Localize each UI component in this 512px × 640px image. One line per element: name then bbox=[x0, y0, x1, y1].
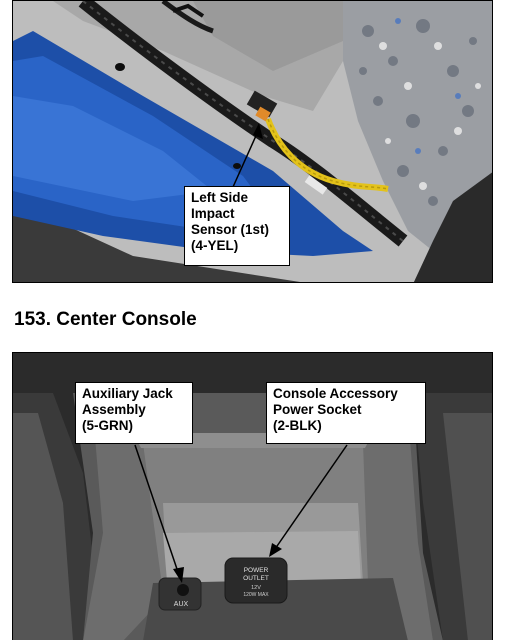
power-socket-callout: Console Accessory Power Socket (2-BLK) bbox=[266, 382, 426, 444]
socket-label-line-1: POWER bbox=[244, 567, 269, 574]
socket-label-line-2: OUTLET bbox=[243, 575, 269, 582]
impact-callout-line-2: Impact bbox=[191, 206, 235, 221]
aux-port-label: AUX bbox=[174, 601, 189, 608]
impact-callout-line-3: Sensor (1st) bbox=[191, 222, 270, 237]
aux-callout-line-3: (5-GRN) bbox=[82, 418, 133, 433]
aux-jack-callout: Auxiliary Jack Assembly (5-GRN) bbox=[75, 382, 193, 444]
impact-callout-line-1: Left Side bbox=[191, 190, 249, 205]
section-heading: 153. Center Console bbox=[14, 309, 197, 330]
impact-sensor-callout: Left Side Impact Sensor (1st) (4-YEL) bbox=[184, 186, 290, 266]
socket-callout-line-3: (2-BLK) bbox=[273, 418, 322, 433]
socket-label-line-3: 12V bbox=[251, 585, 261, 591]
aux-callout-line-2: Assembly bbox=[82, 402, 146, 417]
power-socket bbox=[224, 557, 288, 604]
center-console-photo: AUX POWER OUTLET 12V 120W MAX bbox=[12, 352, 493, 640]
center-console-illustration: AUX POWER OUTLET 12V 120W MAX bbox=[13, 353, 492, 640]
socket-label-line-4: 120W MAX bbox=[243, 592, 269, 598]
impact-callout-line-4: (4-YEL) bbox=[191, 238, 239, 253]
socket-callout-line-1: Console Accessory bbox=[273, 386, 398, 401]
aux-callout-line-1: Auxiliary Jack bbox=[82, 386, 173, 401]
socket-callout-line-2: Power Socket bbox=[273, 402, 362, 417]
